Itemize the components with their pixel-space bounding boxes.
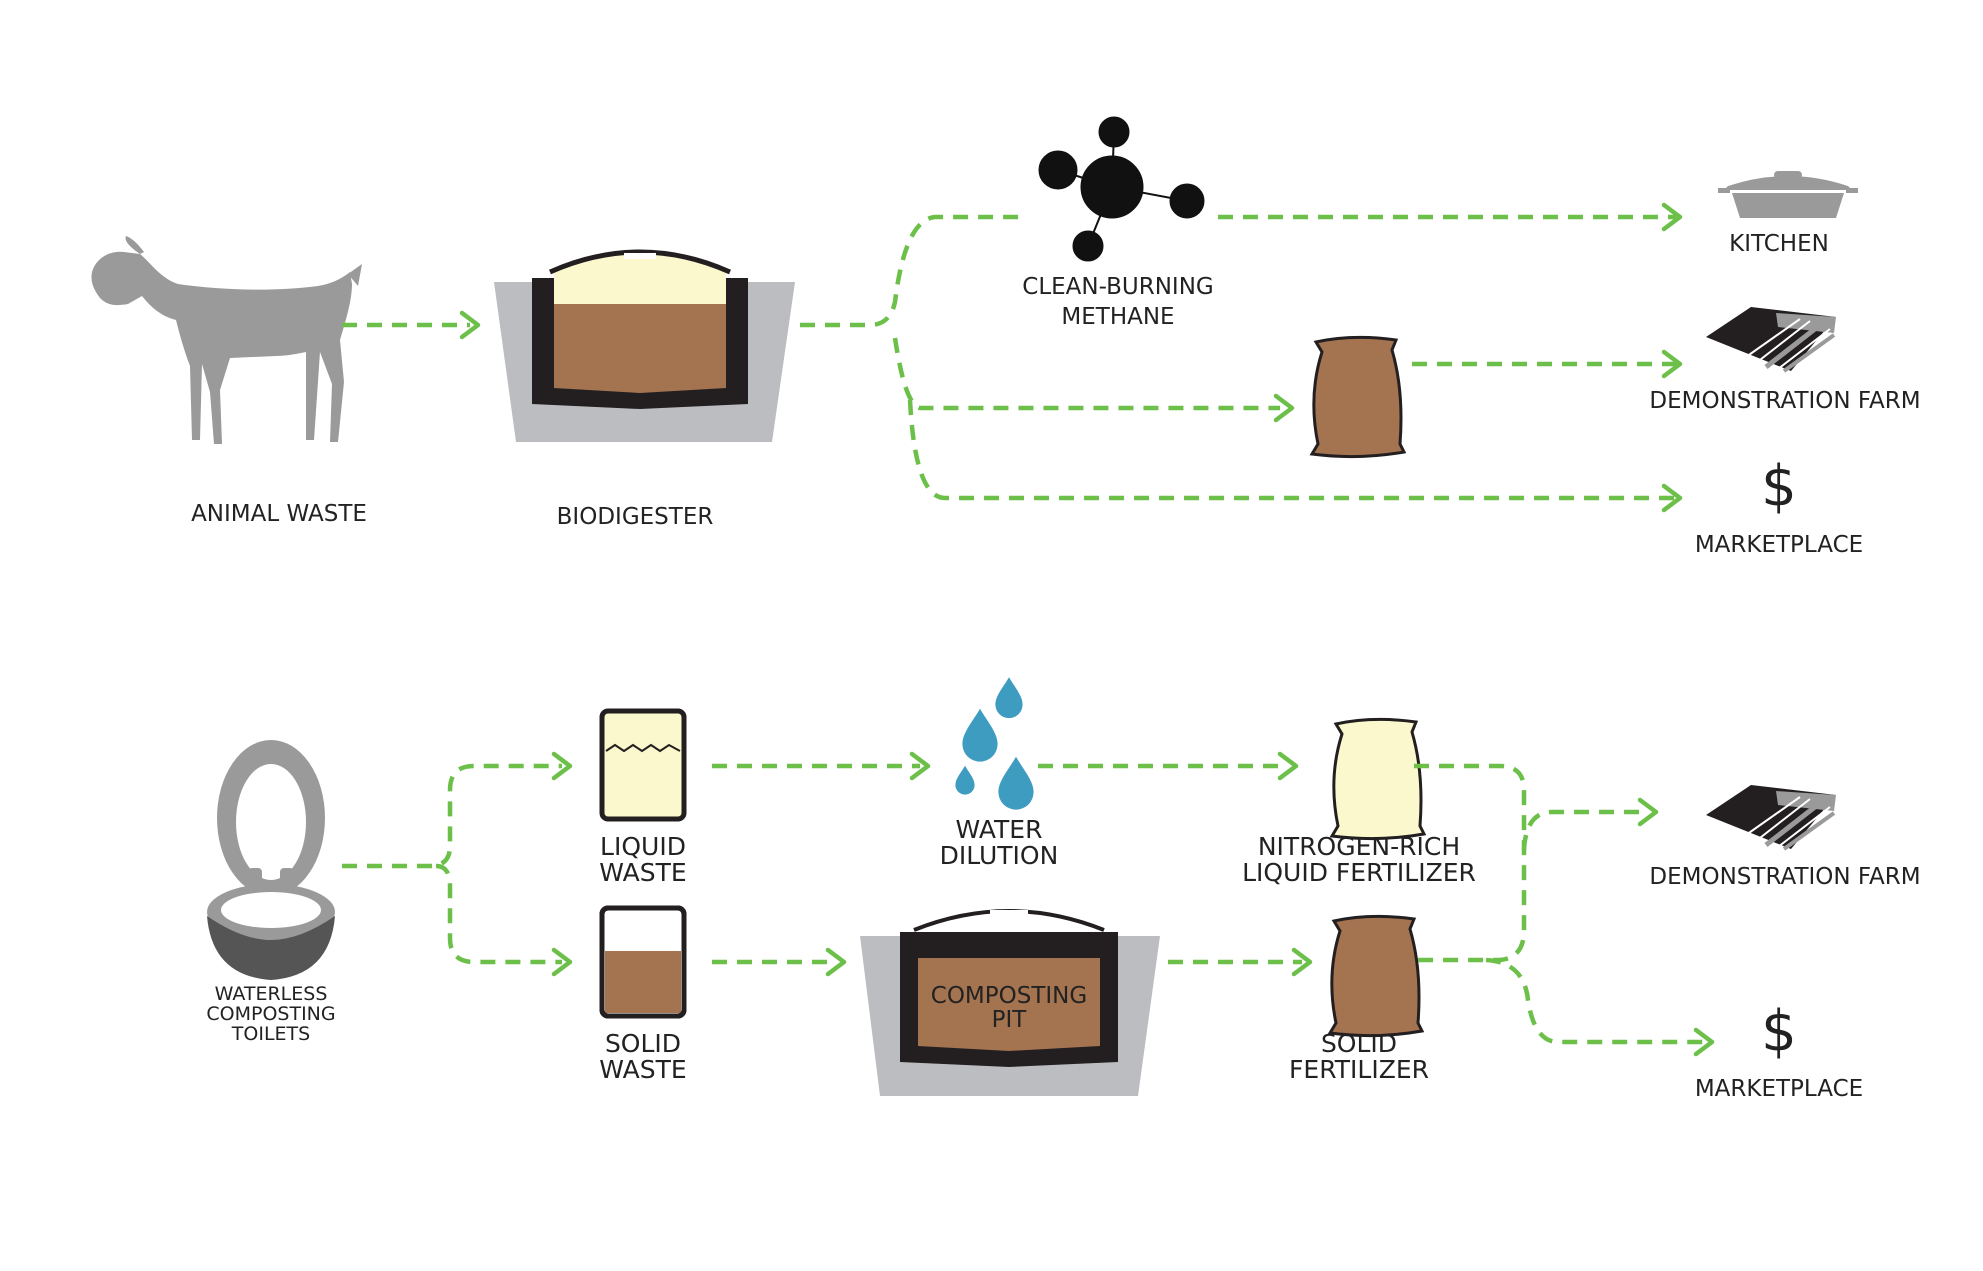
flow-biodigester-to-marketplace bbox=[907, 399, 1676, 501]
label-solid-line1: SOLID bbox=[605, 1029, 681, 1058]
label-solid-line2: WASTE bbox=[599, 1055, 686, 1084]
fertilizer-bag-icon bbox=[1328, 914, 1424, 1038]
fertilizer-bag-icon bbox=[1330, 717, 1426, 841]
label-biodigester: BIODIGESTER bbox=[557, 504, 714, 530]
label-toilets-line1: WATERLESS bbox=[215, 983, 328, 1005]
label-nitrogen-line2: LIQUID FERTILIZER bbox=[1242, 858, 1476, 887]
label-marketplace-top: MARKETPLACE bbox=[1695, 532, 1863, 558]
goat-icon bbox=[91, 236, 362, 444]
label-kitchen: KITCHEN bbox=[1729, 231, 1829, 257]
label-demo-farm-top: DEMONSTRATION FARM bbox=[1649, 388, 1920, 414]
label-pit-line2: PIT bbox=[992, 1007, 1028, 1033]
flow-to-marketplace-bottom bbox=[1485, 957, 1704, 1045]
label-solid-fertilizer-line2: FERTILIZER bbox=[1289, 1055, 1429, 1084]
label-methane-line2: METHANE bbox=[1061, 304, 1174, 330]
label-liquid-line1: LIQUID bbox=[600, 832, 686, 861]
composting-pit-icon bbox=[860, 909, 1160, 1096]
biodigester-tank-icon bbox=[494, 249, 795, 442]
dollar-sign-icon: $ bbox=[1761, 999, 1797, 1064]
label-water-line1: WATER bbox=[956, 815, 1043, 844]
label-nitrogen-line1: NITROGEN-RICH bbox=[1258, 832, 1460, 861]
label-solid-fertilizer-line1: SOLID bbox=[1321, 1029, 1397, 1058]
flow-biodigester-to-bag bbox=[892, 337, 1280, 411]
flow-biodigester-to-methane bbox=[800, 214, 1020, 328]
label-demo-farm-bottom: DEMONSTRATION FARM bbox=[1649, 864, 1920, 890]
farm-field-icon bbox=[1706, 785, 1836, 849]
farm-field-icon bbox=[1706, 307, 1836, 371]
label-methane-line1: CLEAN-BURNING bbox=[1022, 274, 1213, 300]
methane-molecule-icon bbox=[1038, 116, 1205, 262]
toilet-icon bbox=[207, 740, 335, 980]
label-toilets-line3: TOILETS bbox=[231, 1023, 310, 1045]
fertilizer-bag-icon bbox=[1310, 335, 1406, 459]
flow-toilet-to-liquid bbox=[342, 763, 562, 869]
label-liquid-line2: WASTE bbox=[599, 858, 686, 887]
label-water-line2: DILUTION bbox=[940, 841, 1059, 870]
label-pit-line1: COMPOSTING bbox=[931, 983, 1087, 1009]
cooking-pot-icon bbox=[1718, 171, 1858, 218]
label-toilets-line2: COMPOSTING bbox=[206, 1003, 335, 1025]
flow-to-demo-farm-bottom bbox=[1521, 809, 1648, 851]
solid-container-icon bbox=[599, 905, 687, 1019]
dollar-sign-icon: $ bbox=[1761, 454, 1797, 519]
liquid-container-icon bbox=[599, 708, 687, 822]
label-marketplace-bottom: MARKETPLACE bbox=[1695, 1076, 1863, 1102]
water-drops-icon bbox=[955, 677, 1034, 810]
label-animal-waste: ANIMAL WASTE bbox=[191, 501, 367, 527]
flow-toilet-to-solid bbox=[435, 863, 562, 965]
